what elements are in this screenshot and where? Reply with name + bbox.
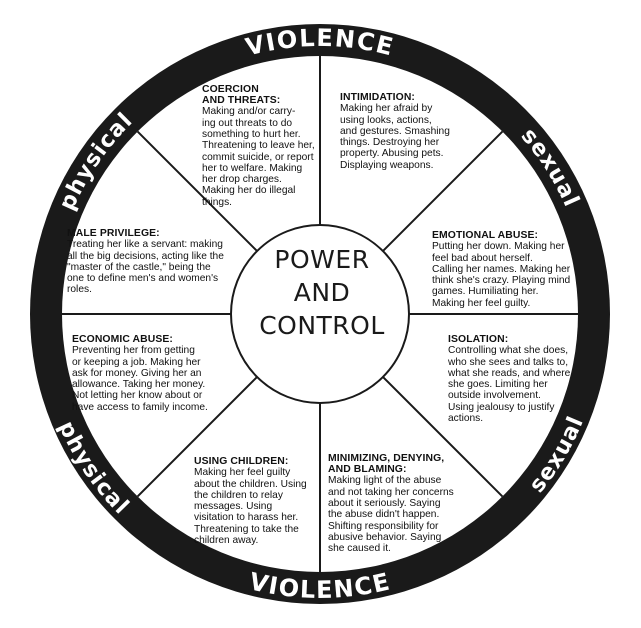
center-hub <box>230 224 410 404</box>
segment-heading: MINIMIZING, DENYING, AND BLAMING: <box>328 453 445 476</box>
center-line-and: AND <box>293 278 351 307</box>
segment-isolation: ISOLATION: Controlling what she does, wh… <box>448 334 580 424</box>
segment-heading: MALE PRIVILEGE: <box>67 228 160 239</box>
spokes <box>62 56 578 572</box>
segment-heading: USING CHILDREN: <box>194 456 289 467</box>
segment-economic-abuse: ECONOMIC ABUSE: Preventing her from gett… <box>72 334 222 413</box>
segment-heading: COERCION AND THREATS: <box>202 84 281 107</box>
segment-heading: ECONOMIC ABUSE: <box>72 334 173 345</box>
segment-body: Making light of the abuse and not taking… <box>328 475 454 555</box>
segment-intimidation: INTIMIDATION: Making her afraid by using… <box>340 92 458 171</box>
center-line-control: CONTROL <box>259 311 385 340</box>
segment-heading: INTIMIDATION: <box>340 92 415 103</box>
segment-emotional-abuse: EMOTIONAL ABUSE: Putting her down. Makin… <box>432 230 580 309</box>
segment-minimizing-denying-blaming: MINIMIZING, DENYING, AND BLAMING: Making… <box>328 453 466 554</box>
segment-heading: EMOTIONAL ABUSE: <box>432 230 539 241</box>
segment-body: Making her feel guilty about the childre… <box>194 467 307 546</box>
segment-body: Making her afraid by using looks, action… <box>340 103 450 171</box>
segment-body: Treating her like a servant: making all … <box>67 239 224 296</box>
segment-using-children: USING CHILDREN: Making her feel guilty a… <box>194 456 318 546</box>
segment-body: Controlling what she does, who she sees … <box>448 345 571 424</box>
segment-coercion: COERCION AND THREATS: Making and/or carr… <box>202 84 320 208</box>
center-title: POWER AND CONTROL <box>231 243 413 383</box>
segment-body: Preventing her from getting or keeping a… <box>72 345 208 413</box>
segment-body: Putting her down. Making her feel bad ab… <box>432 241 571 309</box>
segment-male-privilege: MALE PRIVILEGE: Treating her like a serv… <box>67 228 229 296</box>
center-line-power: POWER <box>274 245 370 274</box>
segment-body: Making and/or carry- ing out threats to … <box>202 106 315 208</box>
segment-heading: ISOLATION: <box>448 334 509 345</box>
